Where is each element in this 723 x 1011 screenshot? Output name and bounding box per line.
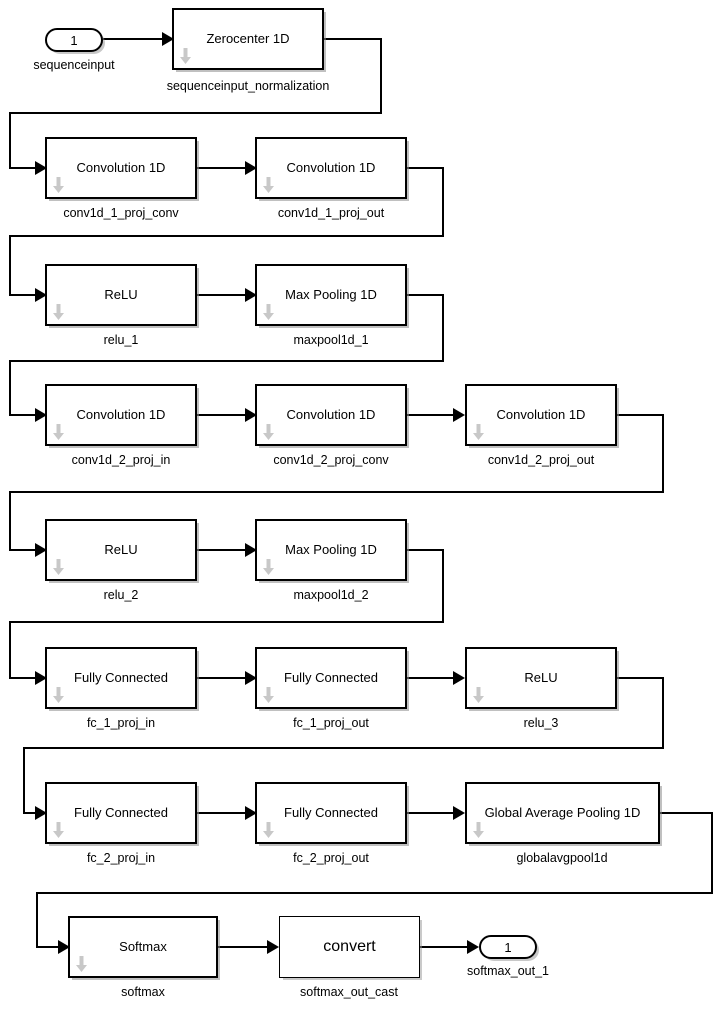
down-arrow-icon [53,822,64,838]
down-arrow-icon [53,559,64,575]
block-fc-1-proj-in[interactable]: Fully Connected [45,647,197,709]
block-conv1d-2-proj-out[interactable]: Convolution 1D [465,384,617,446]
block-title: ReLU [104,541,138,557]
outport-softmax-out-1[interactable]: 1 [479,935,537,959]
block-conv1d-1-proj-conv[interactable]: Convolution 1D [45,137,197,199]
down-arrow-icon [263,304,274,320]
caption-softmax-out-1: softmax_out_1 [467,964,549,978]
block-title: Convolution 1D [76,159,166,175]
block-title: Max Pooling 1D [285,286,377,302]
down-arrow-icon [53,424,64,440]
caption-conv1d-1-proj-conv: conv1d_1_proj_conv [63,206,179,220]
down-arrow-icon [263,822,274,838]
caption-relu-1: relu_1 [103,333,139,347]
block-title: ReLU [104,286,138,302]
down-arrow-icon [263,177,274,193]
caption-softmax-out-cast: softmax_out_cast [300,985,398,999]
block-conv1d-2-proj-conv[interactable]: Convolution 1D [255,384,407,446]
block-softmax[interactable]: Softmax [68,916,218,978]
block-title: Convolution 1D [496,406,586,422]
inport-label: 1 [70,33,78,48]
down-arrow-icon [473,687,484,703]
down-arrow-icon [263,559,274,575]
block-title: Convolution 1D [76,406,166,422]
caption-fc-2-proj-in: fc_2_proj_in [86,851,156,865]
block-title: Fully Connected [74,669,168,685]
block-title: Fully Connected [284,669,378,685]
block-maxpool1d-1[interactable]: Max Pooling 1D [255,264,407,326]
block-title: Max Pooling 1D [285,541,377,557]
block-relu-2[interactable]: ReLU [45,519,197,581]
block-relu-3[interactable]: ReLU [465,647,617,709]
block-fc-1-proj-out[interactable]: Fully Connected [255,647,407,709]
caption-relu-2: relu_2 [103,588,139,602]
down-arrow-icon [53,687,64,703]
down-arrow-icon [473,424,484,440]
block-relu-1[interactable]: ReLU [45,264,197,326]
block-title: Convolution 1D [286,159,376,175]
down-arrow-icon [76,956,87,972]
down-arrow-icon [263,424,274,440]
caption-softmax: softmax [121,985,165,999]
block-title: convert [323,938,376,956]
caption-fc-1-proj-out: fc_1_proj_out [293,716,369,730]
outport-label: 1 [504,940,512,955]
caption-globalavgpool1d: globalavgpool1d [516,851,608,865]
block-globalavgpool1d[interactable]: Global Average Pooling 1D [465,782,660,844]
caption-sequenceinput-normalization: sequenceinput_normalization [166,79,330,93]
block-fc-2-proj-in[interactable]: Fully Connected [45,782,197,844]
block-sequenceinput-normalization[interactable]: Zerocenter 1D [172,8,324,70]
block-title: ReLU [524,669,558,685]
block-title: Zerocenter 1D [206,30,290,46]
caption-conv1d-1-proj-out: conv1d_1_proj_out [277,206,385,220]
block-softmax-out-cast[interactable]: convert [279,916,420,978]
caption-conv1d-2-proj-out: conv1d_2_proj_out [487,453,595,467]
down-arrow-icon [180,48,191,64]
caption-relu-3: relu_3 [523,716,559,730]
caption-conv1d-2-proj-conv: conv1d_2_proj_conv [273,453,389,467]
block-title: Softmax [119,938,167,954]
block-title: Convolution 1D [286,406,376,422]
block-title: Global Average Pooling 1D [484,804,641,820]
caption-fc-2-proj-out: fc_2_proj_out [293,851,369,865]
inport-sequenceinput[interactable]: 1 [45,28,103,52]
caption-fc-1-proj-in: fc_1_proj_in [86,716,156,730]
caption-maxpool1d-1: maxpool1d_1 [293,333,369,347]
block-conv1d-2-proj-in[interactable]: Convolution 1D [45,384,197,446]
block-title: Fully Connected [284,804,378,820]
down-arrow-icon [263,687,274,703]
block-title: Fully Connected [74,804,168,820]
caption-sequenceinput: sequenceinput [33,58,115,72]
caption-conv1d-2-proj-in: conv1d_2_proj_in [71,453,171,467]
block-conv1d-1-proj-out[interactable]: Convolution 1D [255,137,407,199]
down-arrow-icon [53,304,64,320]
block-maxpool1d-2[interactable]: Max Pooling 1D [255,519,407,581]
down-arrow-icon [53,177,64,193]
block-fc-2-proj-out[interactable]: Fully Connected [255,782,407,844]
caption-maxpool1d-2: maxpool1d_2 [293,588,369,602]
down-arrow-icon [473,822,484,838]
